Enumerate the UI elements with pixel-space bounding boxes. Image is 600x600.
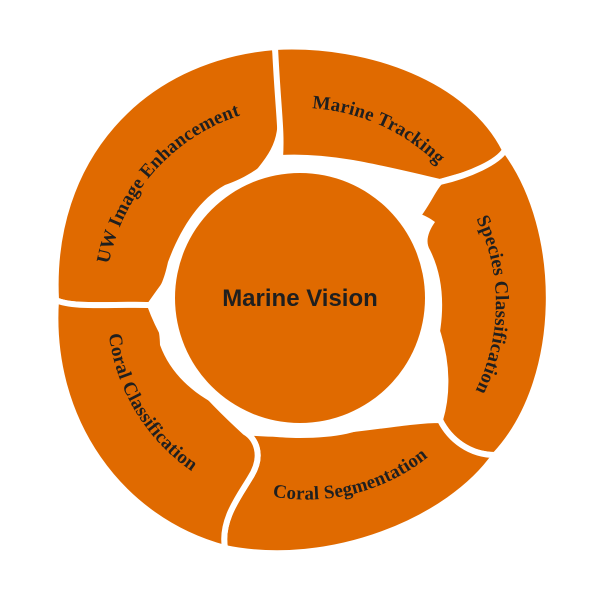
center-label: Marine Vision — [222, 285, 378, 312]
segment-coral-classification[interactable] — [52, 297, 261, 551]
center-circle[interactable] — [175, 173, 425, 423]
ring-segments — [52, 43, 552, 557]
